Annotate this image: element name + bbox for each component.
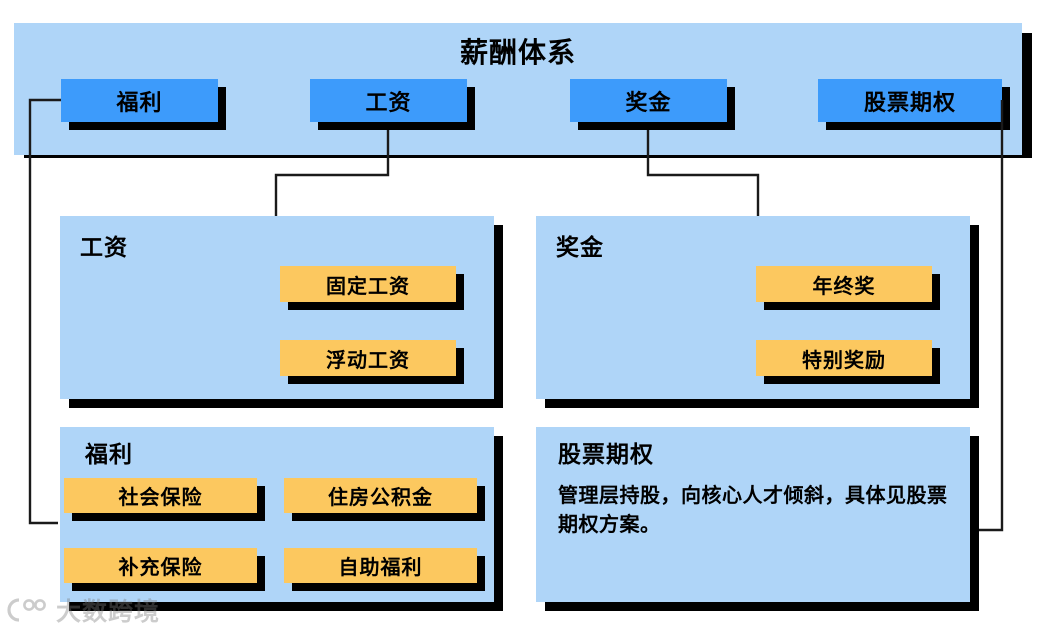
item-supplementary-insurance[interactable]: 补充保险 (64, 548, 257, 583)
watermark-text: 大数跨境 (56, 598, 161, 626)
card-body-equity: 管理层持股，向核心人才倾斜，具体见股票期权方案。 (558, 485, 948, 536)
chip-bonus[interactable]: 奖金 (570, 79, 727, 122)
item-social-insurance[interactable]: 社会保险 (64, 478, 257, 513)
card-title-salary: 工资 (80, 234, 128, 260)
item-housing-fund[interactable]: 住房公积金 (284, 478, 477, 513)
item-special-bonus[interactable]: 特别奖励 (756, 340, 932, 376)
watermark: 大数跨境 (6, 592, 160, 628)
item-fixed-salary[interactable]: 固定工资 (280, 266, 456, 302)
connector-equity (975, 100, 1004, 532)
chip-salary[interactable]: 工资 (310, 79, 467, 122)
item-annual-bonus[interactable]: 年终奖 (756, 266, 932, 302)
logo-icon (6, 597, 50, 623)
banner-shadow-right (1022, 33, 1032, 158)
page-title: 薪酬体系 (459, 37, 576, 68)
item-variable-salary[interactable]: 浮动工资 (280, 340, 456, 376)
item-flexible-benefits[interactable]: 自助福利 (284, 548, 477, 583)
card-title-welfare: 福利 (85, 441, 133, 467)
connector-welfare (28, 98, 61, 525)
chip-welfare[interactable]: 福利 (61, 79, 218, 122)
card-equity: 股票期权 管理层持股，向核心人才倾斜，具体见股票期权方案。 (536, 427, 970, 602)
card-title-equity: 股票期权 (558, 441, 654, 467)
chip-equity[interactable]: 股票期权 (818, 79, 1002, 122)
card-title-bonus: 奖金 (556, 234, 604, 260)
